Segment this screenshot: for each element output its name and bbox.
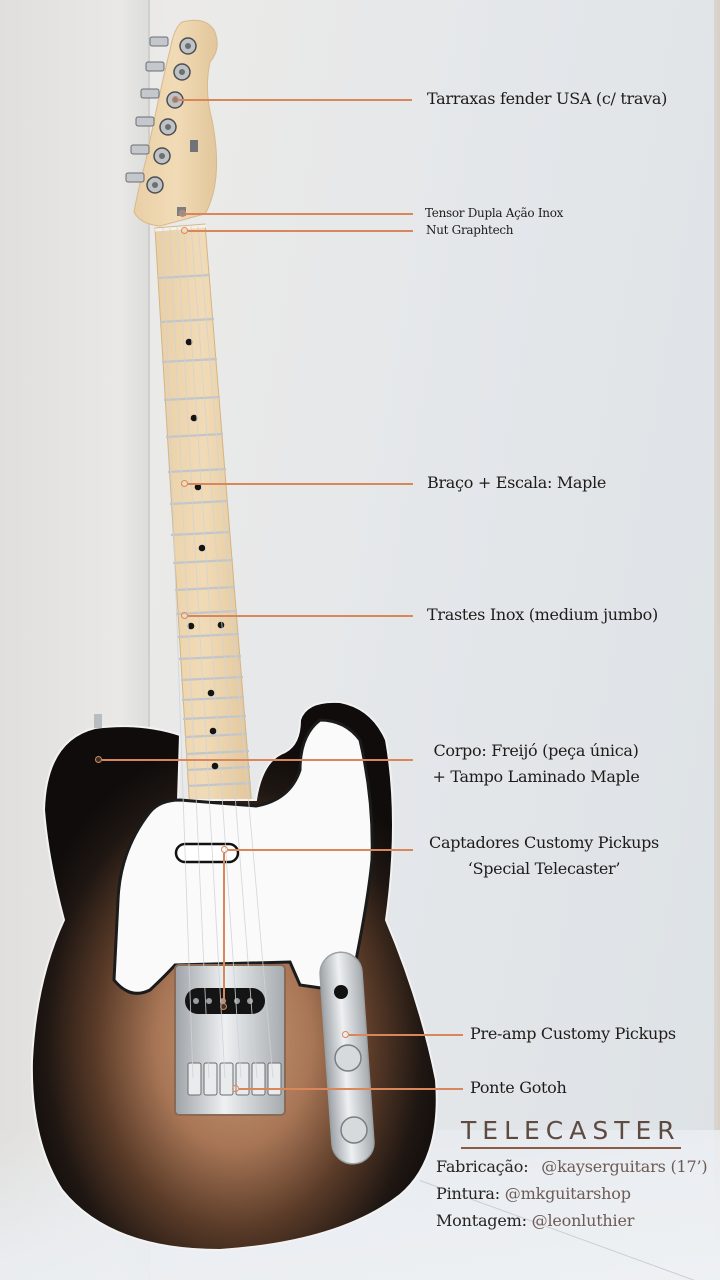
neck-marker — [181, 480, 188, 487]
credit-row-manufacture: Fabricação: @kayserguitars (17’) — [436, 1153, 708, 1180]
body-label: Corpo: Freijó (peça única) + Tampo Lamin… — [420, 738, 652, 790]
frets-leader-line — [188, 615, 413, 617]
frets-label: Trastes Inox (medium jumbo) — [427, 605, 658, 624]
nut-marker — [181, 227, 188, 234]
pickups-label: Captadores Customy Pickups ‘Special Tele… — [424, 830, 664, 882]
frets-marker — [181, 612, 188, 619]
preamp-leader-line — [349, 1034, 463, 1036]
guitar-body — [30, 225, 438, 1252]
credit-row-assembly: Montagem: @leonluthier — [436, 1207, 696, 1234]
tuners-label: Tarraxas fender USA (c/ trava) — [427, 89, 668, 108]
tuners-leader-line — [179, 99, 412, 101]
credit-key: Montagem: — [436, 1211, 527, 1230]
credit-row-paint: Pintura: @mkguitarshop — [436, 1180, 696, 1207]
pickups-label-line2: ‘Special Telecaster’ — [467, 859, 621, 878]
bridge-leader-line — [239, 1088, 463, 1090]
body-label-line2: + Tampo Laminado Maple — [432, 767, 640, 786]
pickups-marker — [221, 846, 228, 853]
model-title: TELECASTER — [461, 1116, 681, 1149]
credit-handle-link[interactable]: @leonluthier — [531, 1211, 635, 1230]
body-marker — [95, 756, 102, 763]
credit-key: Pintura: — [436, 1184, 500, 1203]
truss-rod-marker — [179, 210, 186, 217]
body-label-line1: Corpo: Freijó (peça única) — [433, 741, 639, 760]
neck-label: Braço + Escala: Maple — [427, 473, 607, 492]
credit-key: Fabricação: — [436, 1157, 529, 1176]
truss-rod-leader-line — [186, 213, 413, 215]
nut-label: Nut Graphtech — [426, 223, 514, 237]
preamp-label: Pre-amp Customy Pickups — [470, 1024, 676, 1043]
bridge-pickup-marker — [220, 1003, 227, 1010]
credit-handle-link[interactable]: @kayserguitars (17’) — [541, 1157, 708, 1176]
pickups-label-line1: Captadores Customy Pickups — [429, 833, 659, 852]
bridge-label: Ponte Gotoh — [470, 1078, 567, 1097]
body-leader-line — [102, 759, 413, 761]
pickups-vertical-leader-line — [223, 853, 225, 1003]
tuners-marker — [172, 96, 179, 103]
preamp-marker — [342, 1031, 349, 1038]
right-edge — [714, 0, 720, 1280]
pickups-leader-line — [228, 849, 413, 851]
headstock — [125, 19, 218, 227]
wall-corner — [148, 0, 150, 1280]
bridge-marker — [232, 1085, 239, 1092]
neck-leader-line — [188, 483, 413, 485]
credit-handle-link[interactable]: @mkguitarshop — [504, 1184, 631, 1203]
nut-leader-line — [188, 230, 413, 232]
credits-block: TELECASTER Fabricação: @kayserguitars (1… — [436, 1116, 708, 1234]
truss-rod-label: Tensor Dupla Ação Inox — [425, 206, 564, 220]
